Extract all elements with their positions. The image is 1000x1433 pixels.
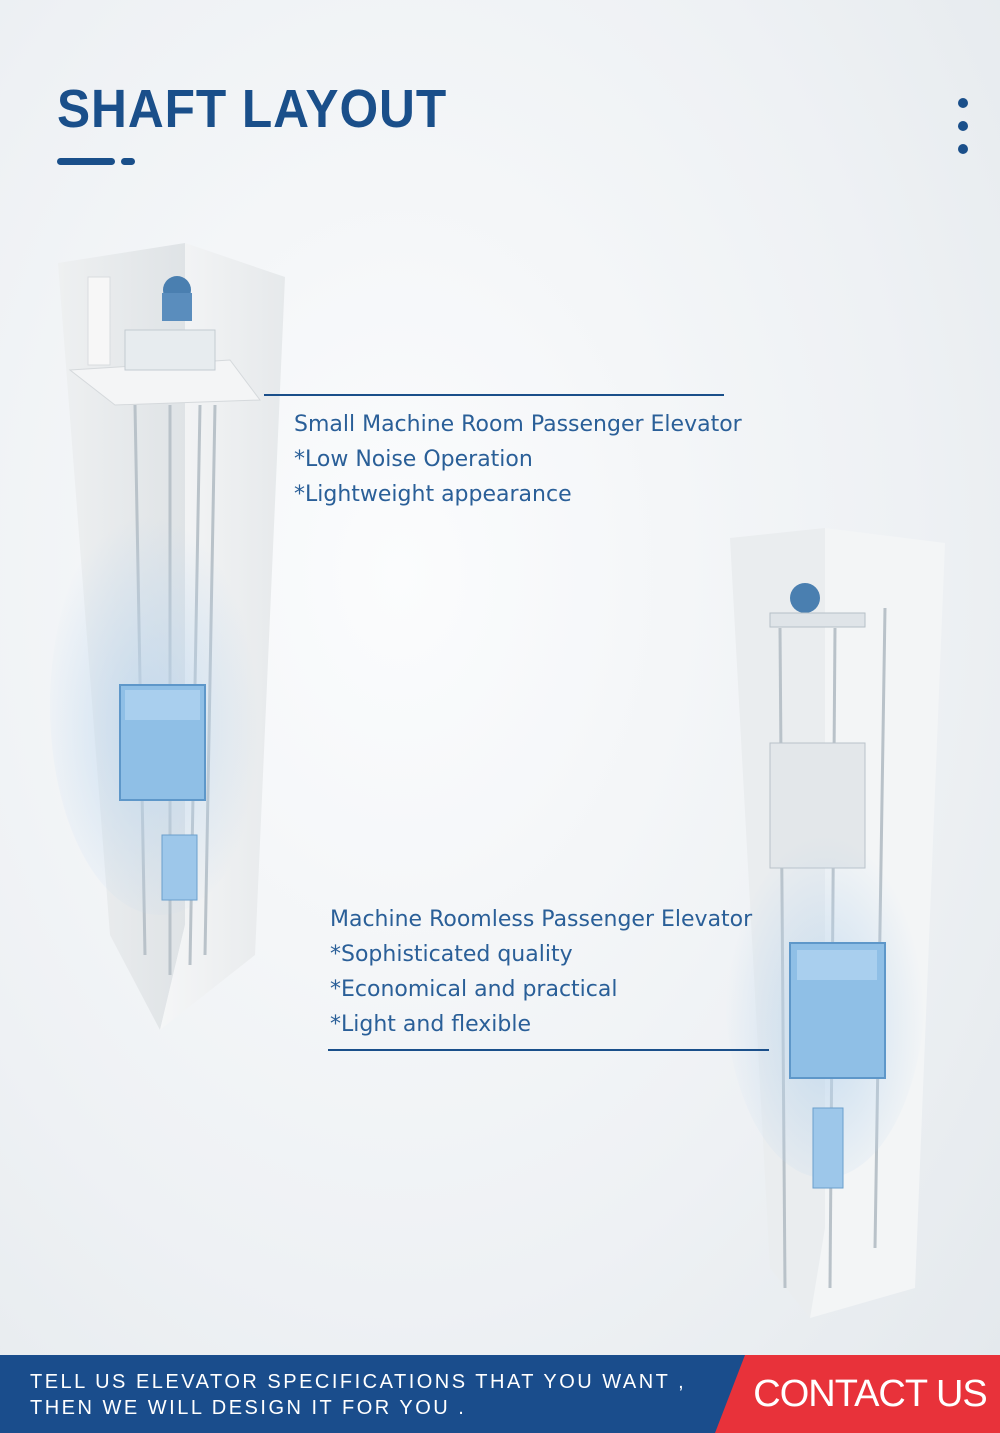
page-title: SHAFT LAYOUT: [57, 79, 448, 139]
machine-roomless-block: Machine Roomless Passenger Elevator *Sop…: [328, 904, 769, 1054]
title-underline: [57, 158, 115, 165]
contact-button-background: [715, 1355, 1000, 1433]
small-machine-room-feature: *Low Noise Operation: [294, 447, 533, 472]
machine-roomless-feature: *Sophisticated quality: [330, 942, 573, 967]
divider-line: [264, 394, 724, 396]
footer-line-2: THEN WE WILL DESIGN IT FOR YOU .: [30, 1397, 467, 1419]
machine-roomless-feature: *Light and flexible: [330, 1012, 532, 1037]
machine-roomless-feature: *Economical and practical: [330, 977, 618, 1002]
small-machine-room-elevator-illustration: [50, 243, 285, 1030]
machine-roomless-heading: Machine Roomless Passenger Elevator: [330, 907, 753, 932]
machine-roomless-elevator-illustration: [725, 528, 945, 1318]
vertical-dots-icon[interactable]: [955, 98, 971, 154]
title-underline-dot: [121, 158, 135, 165]
contact-us-button[interactable]: CONTACT US: [753, 1373, 988, 1415]
small-machine-room-feature: *Lightweight appearance: [294, 482, 572, 507]
small-machine-room-heading: Small Machine Room Passenger Elevator: [294, 412, 742, 437]
footer-background: [0, 1355, 760, 1433]
divider-line: [328, 1049, 769, 1051]
footer-line-1: TELL US ELEVATOR SPECIFICATIONS THAT YOU…: [30, 1371, 687, 1393]
small-machine-room-block: Small Machine Room Passenger Elevator *L…: [264, 394, 742, 514]
footer-banner: TELL US ELEVATOR SPECIFICATIONS THAT YOU…: [0, 1355, 1000, 1433]
